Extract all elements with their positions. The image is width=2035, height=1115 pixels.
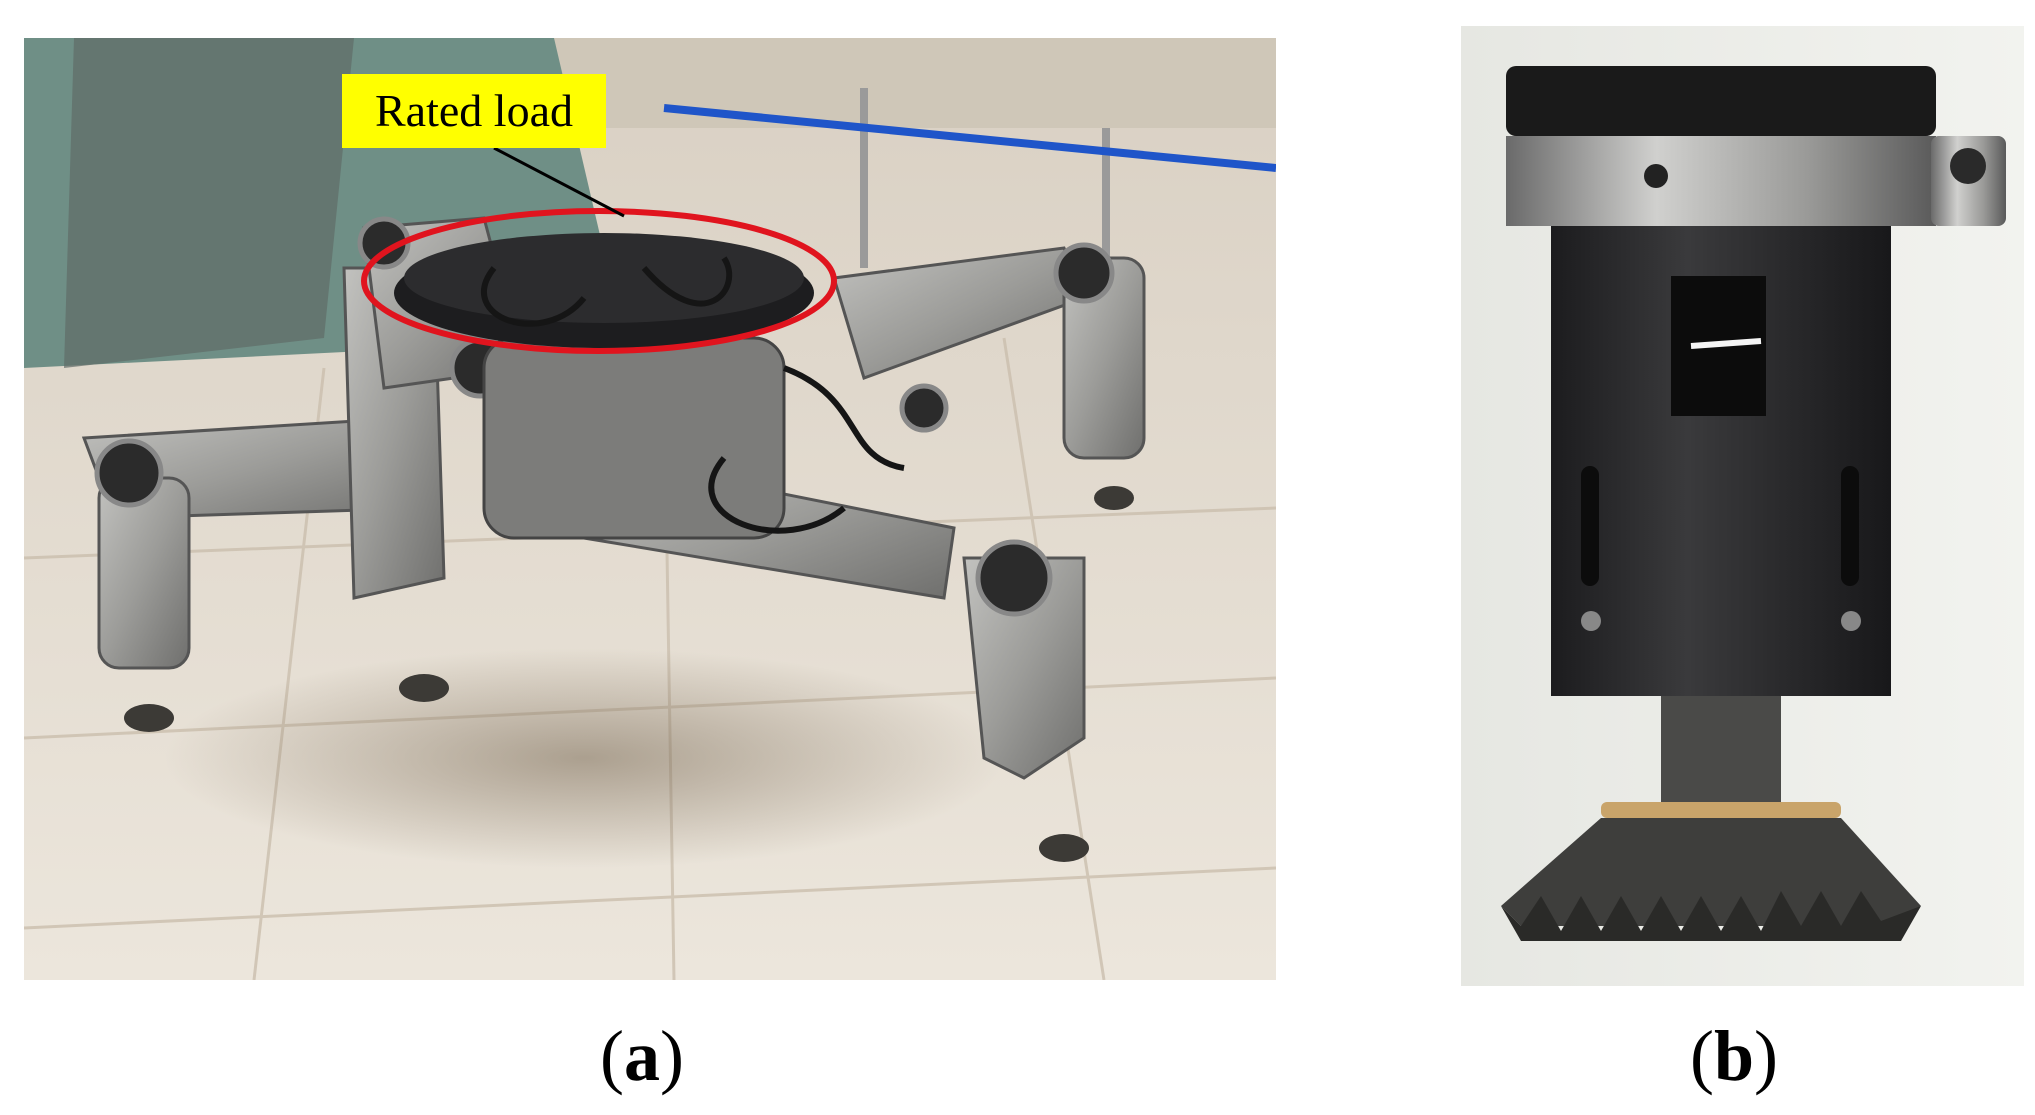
rated-load-label: Rated load: [342, 74, 606, 148]
force-sensor-ring: [1506, 136, 1936, 226]
foot-sensor-illustration: [1461, 26, 2024, 986]
spiked-foot: [1501, 818, 1921, 926]
caption-a: (a): [600, 1016, 684, 1096]
foot-shaft: [1661, 696, 1781, 806]
robot-body: [482, 336, 786, 540]
foot-sensor-photo: [1461, 26, 2024, 986]
leader-line: [493, 146, 625, 218]
force-sensor-top: [1506, 66, 1936, 136]
hexapod-robot-illustration: [24, 38, 1276, 980]
caption-b: (b): [1690, 1016, 1779, 1096]
blue-rope: [663, 104, 1276, 172]
robot-cables: [481, 256, 905, 534]
rated-load-highlight: [361, 208, 837, 354]
robot-joints: [94, 216, 1115, 617]
brass-ring: [1601, 802, 1841, 818]
robot-feet: [124, 486, 1134, 862]
hexapod-robot-photo: Rated load: [24, 38, 1276, 980]
